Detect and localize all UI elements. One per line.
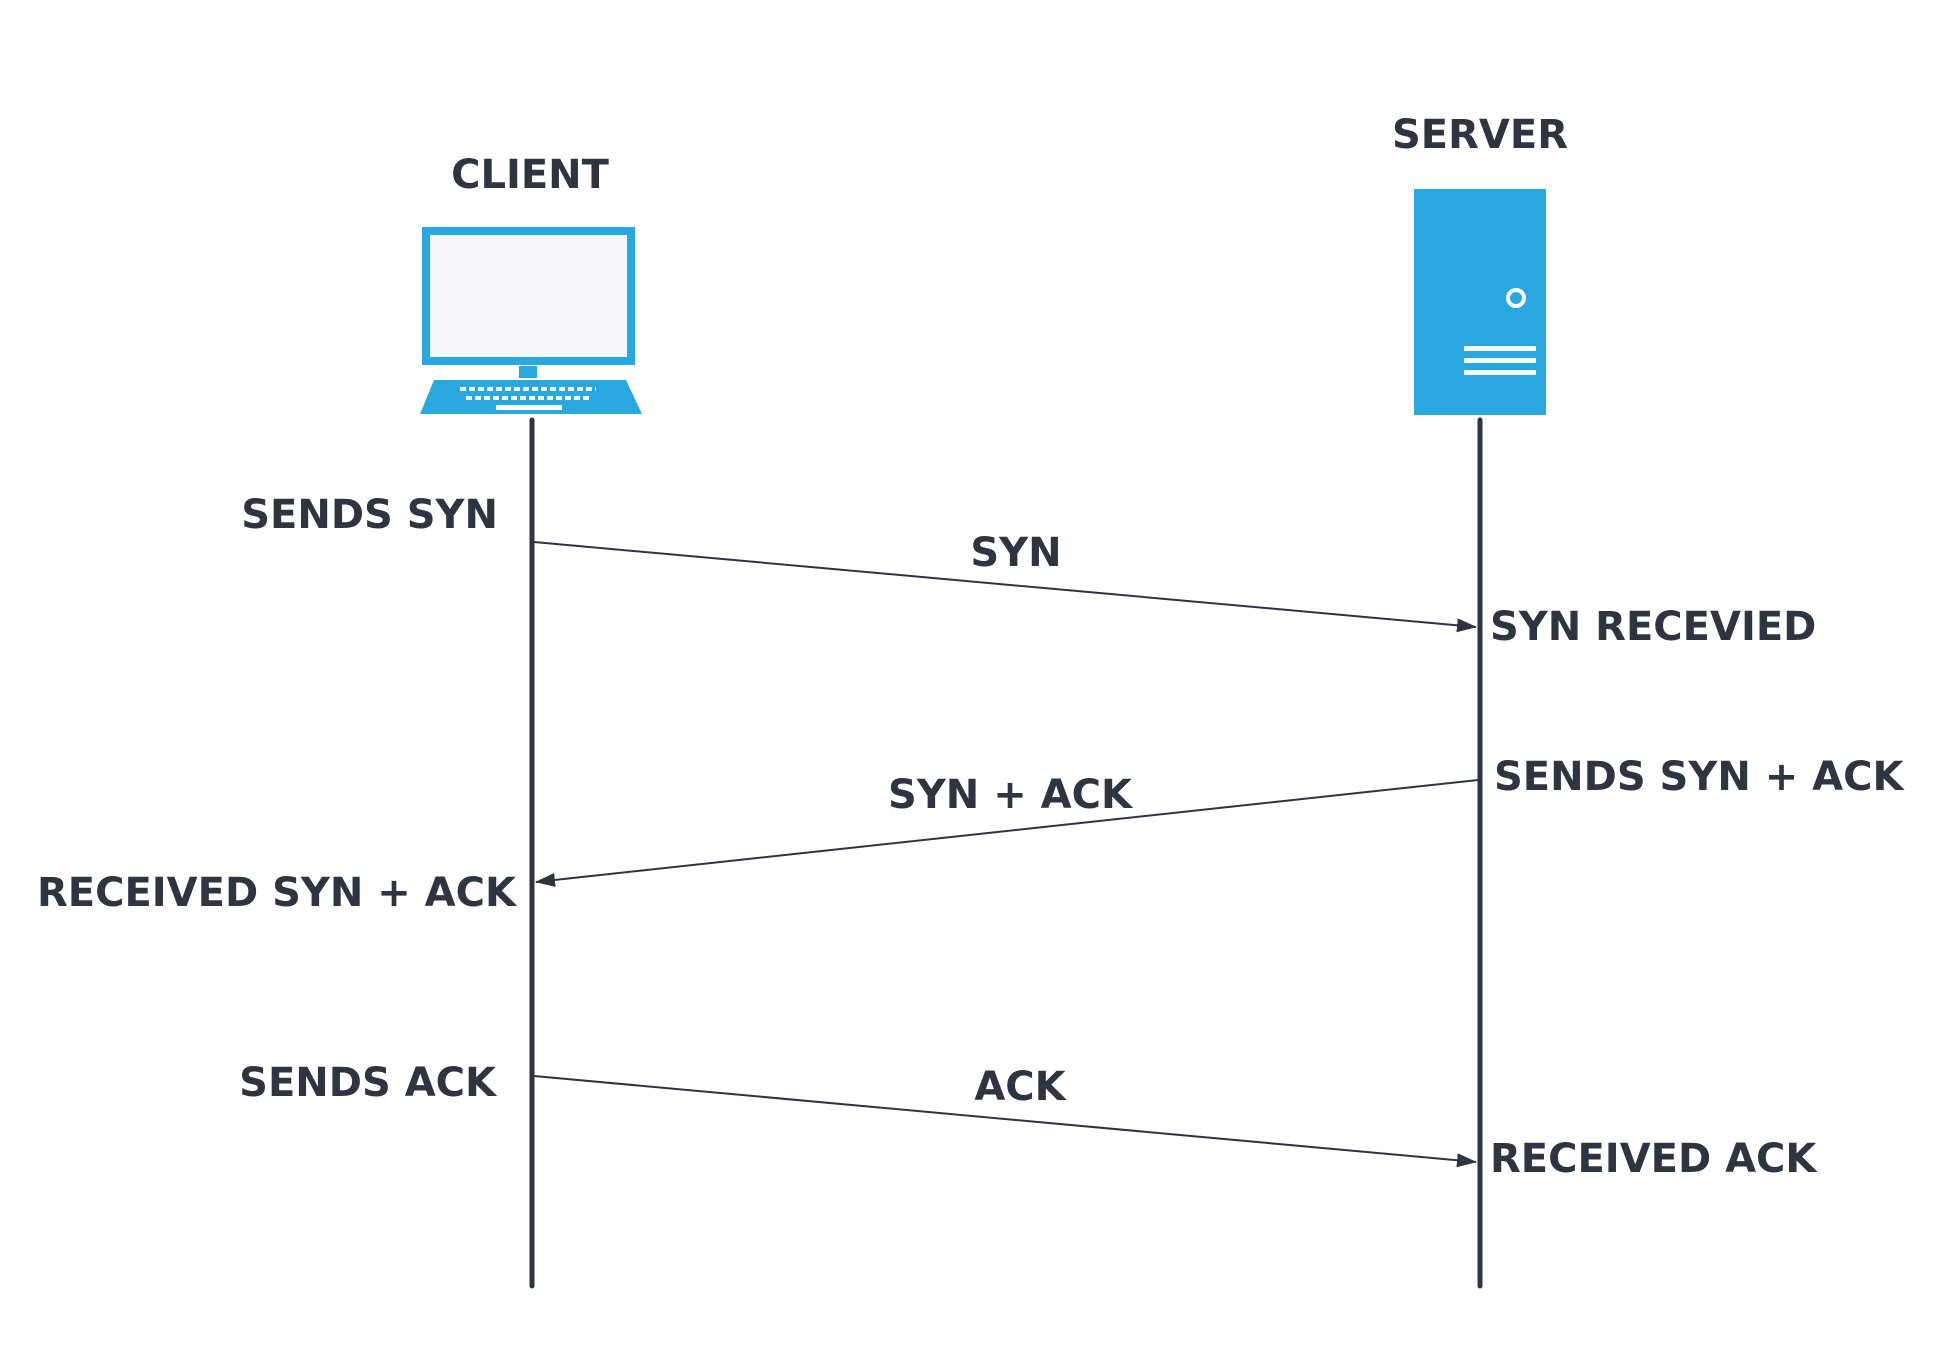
syn-message-label: SYN: [970, 530, 1061, 576]
syn-arrow: [533, 541, 1477, 633]
server-note-syn-received: SYN RECEVIED: [1490, 604, 1816, 650]
client-note-sends-syn: SENDS SYN: [241, 492, 498, 538]
server-title: SERVER: [1392, 112, 1568, 158]
client-title: CLIENT: [451, 152, 610, 198]
ack-message-label: ACK: [974, 1064, 1067, 1110]
client-note-sends-ack: SENDS ACK: [239, 1060, 498, 1106]
syn-ack-arrow: [535, 779, 1479, 887]
server-tower-icon: [1414, 189, 1546, 415]
server-note-sends-syn-ack: SENDS SYN + ACK: [1494, 754, 1905, 800]
client-note-received-syn-ack: RECEIVED SYN + ACK: [37, 870, 518, 916]
syn-ack-message-label: SYN + ACK: [888, 772, 1134, 818]
laptop-icon: [420, 227, 642, 414]
ack-arrow: [533, 1075, 1477, 1168]
server-note-received-ack: RECEIVED ACK: [1490, 1136, 1818, 1182]
